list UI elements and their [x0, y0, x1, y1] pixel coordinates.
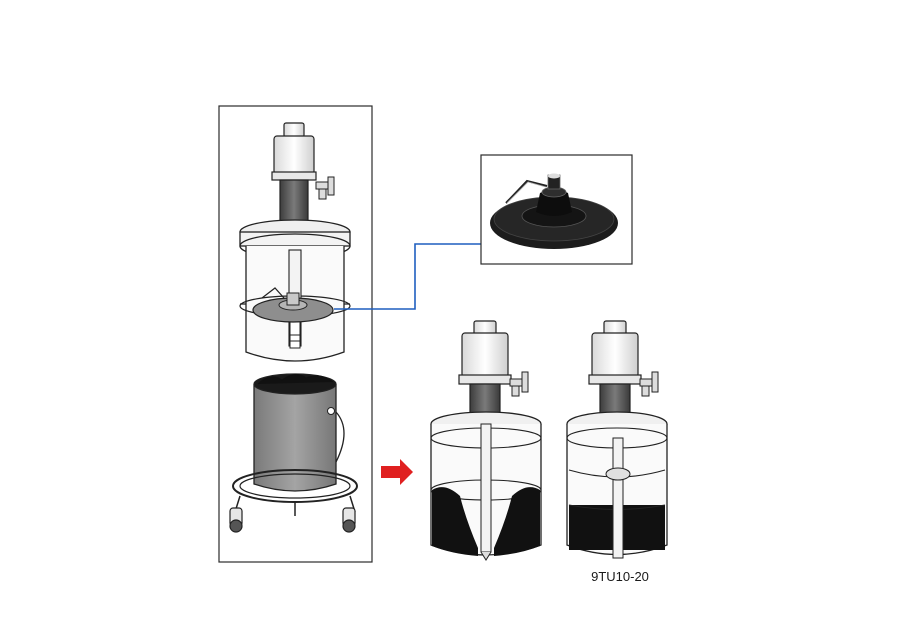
model-number-label: 9TU10-20: [591, 569, 649, 584]
follower-plate-icon: [490, 173, 618, 249]
exploded-view-frame: [218, 105, 373, 563]
detail-connector-line: [334, 243, 501, 310]
follower-plate-inset-small: [252, 287, 334, 323]
assembled-pump-unit-1: [430, 320, 542, 561]
red-arrow-icon: [381, 459, 413, 485]
pump-container-cover: [239, 219, 351, 362]
grease-pail-icon: [253, 373, 345, 492]
assembled-pump-unit-2: [566, 320, 668, 559]
drum-trolley-icon: [229, 469, 358, 533]
grease-pump-icon: [271, 122, 335, 231]
